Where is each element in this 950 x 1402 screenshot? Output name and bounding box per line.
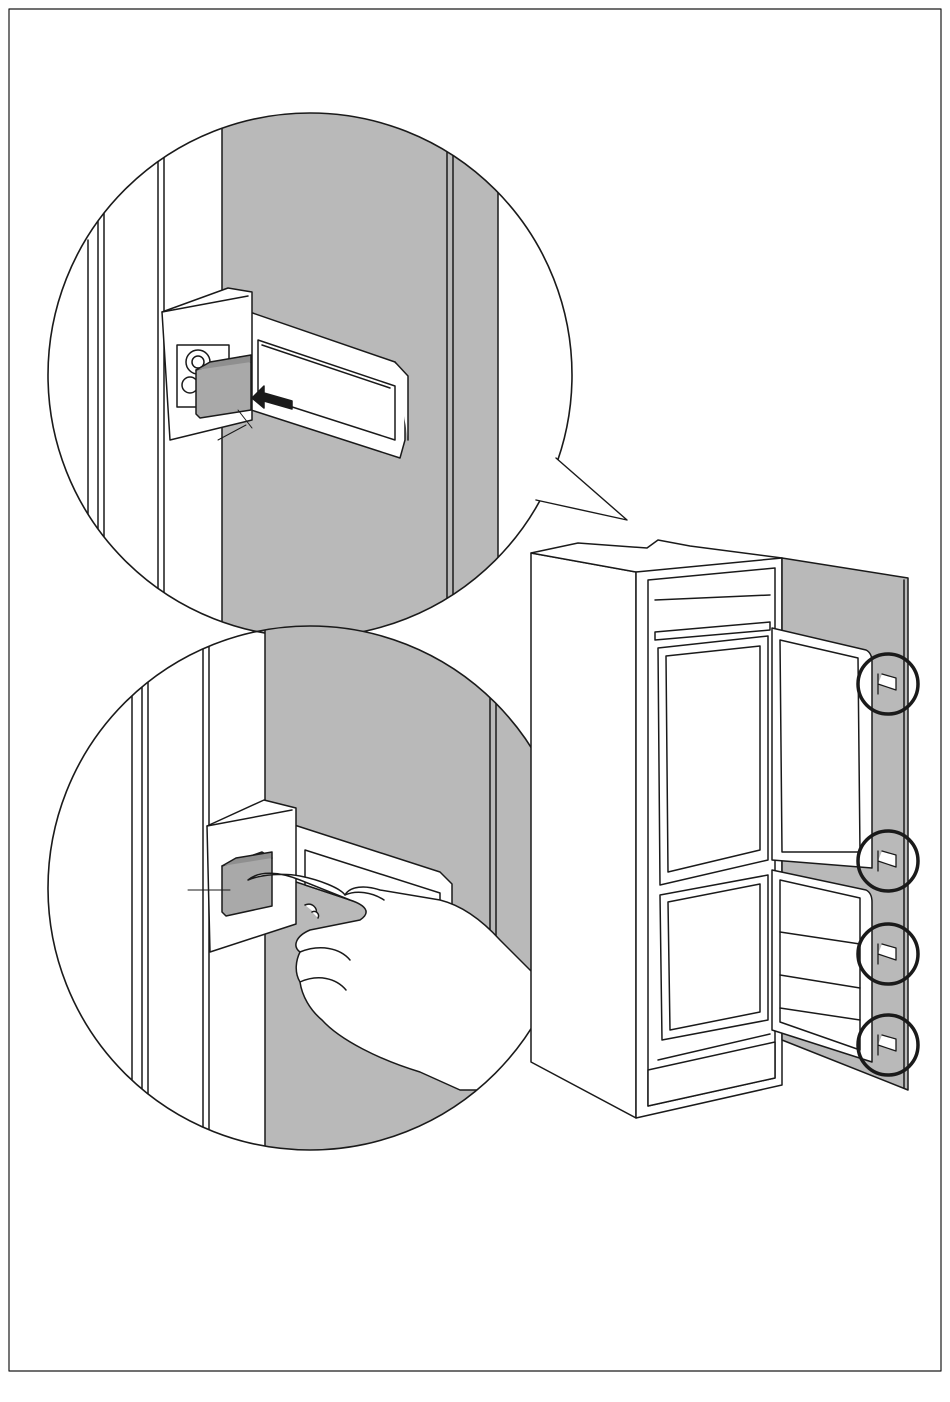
cover-cap — [222, 852, 272, 916]
cabinet-side — [531, 553, 636, 1118]
cover-cap — [196, 355, 251, 418]
built-in-fridge — [531, 540, 908, 1118]
detail-pointer — [536, 458, 627, 520]
detail-circle-top — [48, 100, 572, 660]
detail-circle-bottom — [48, 620, 572, 1160]
